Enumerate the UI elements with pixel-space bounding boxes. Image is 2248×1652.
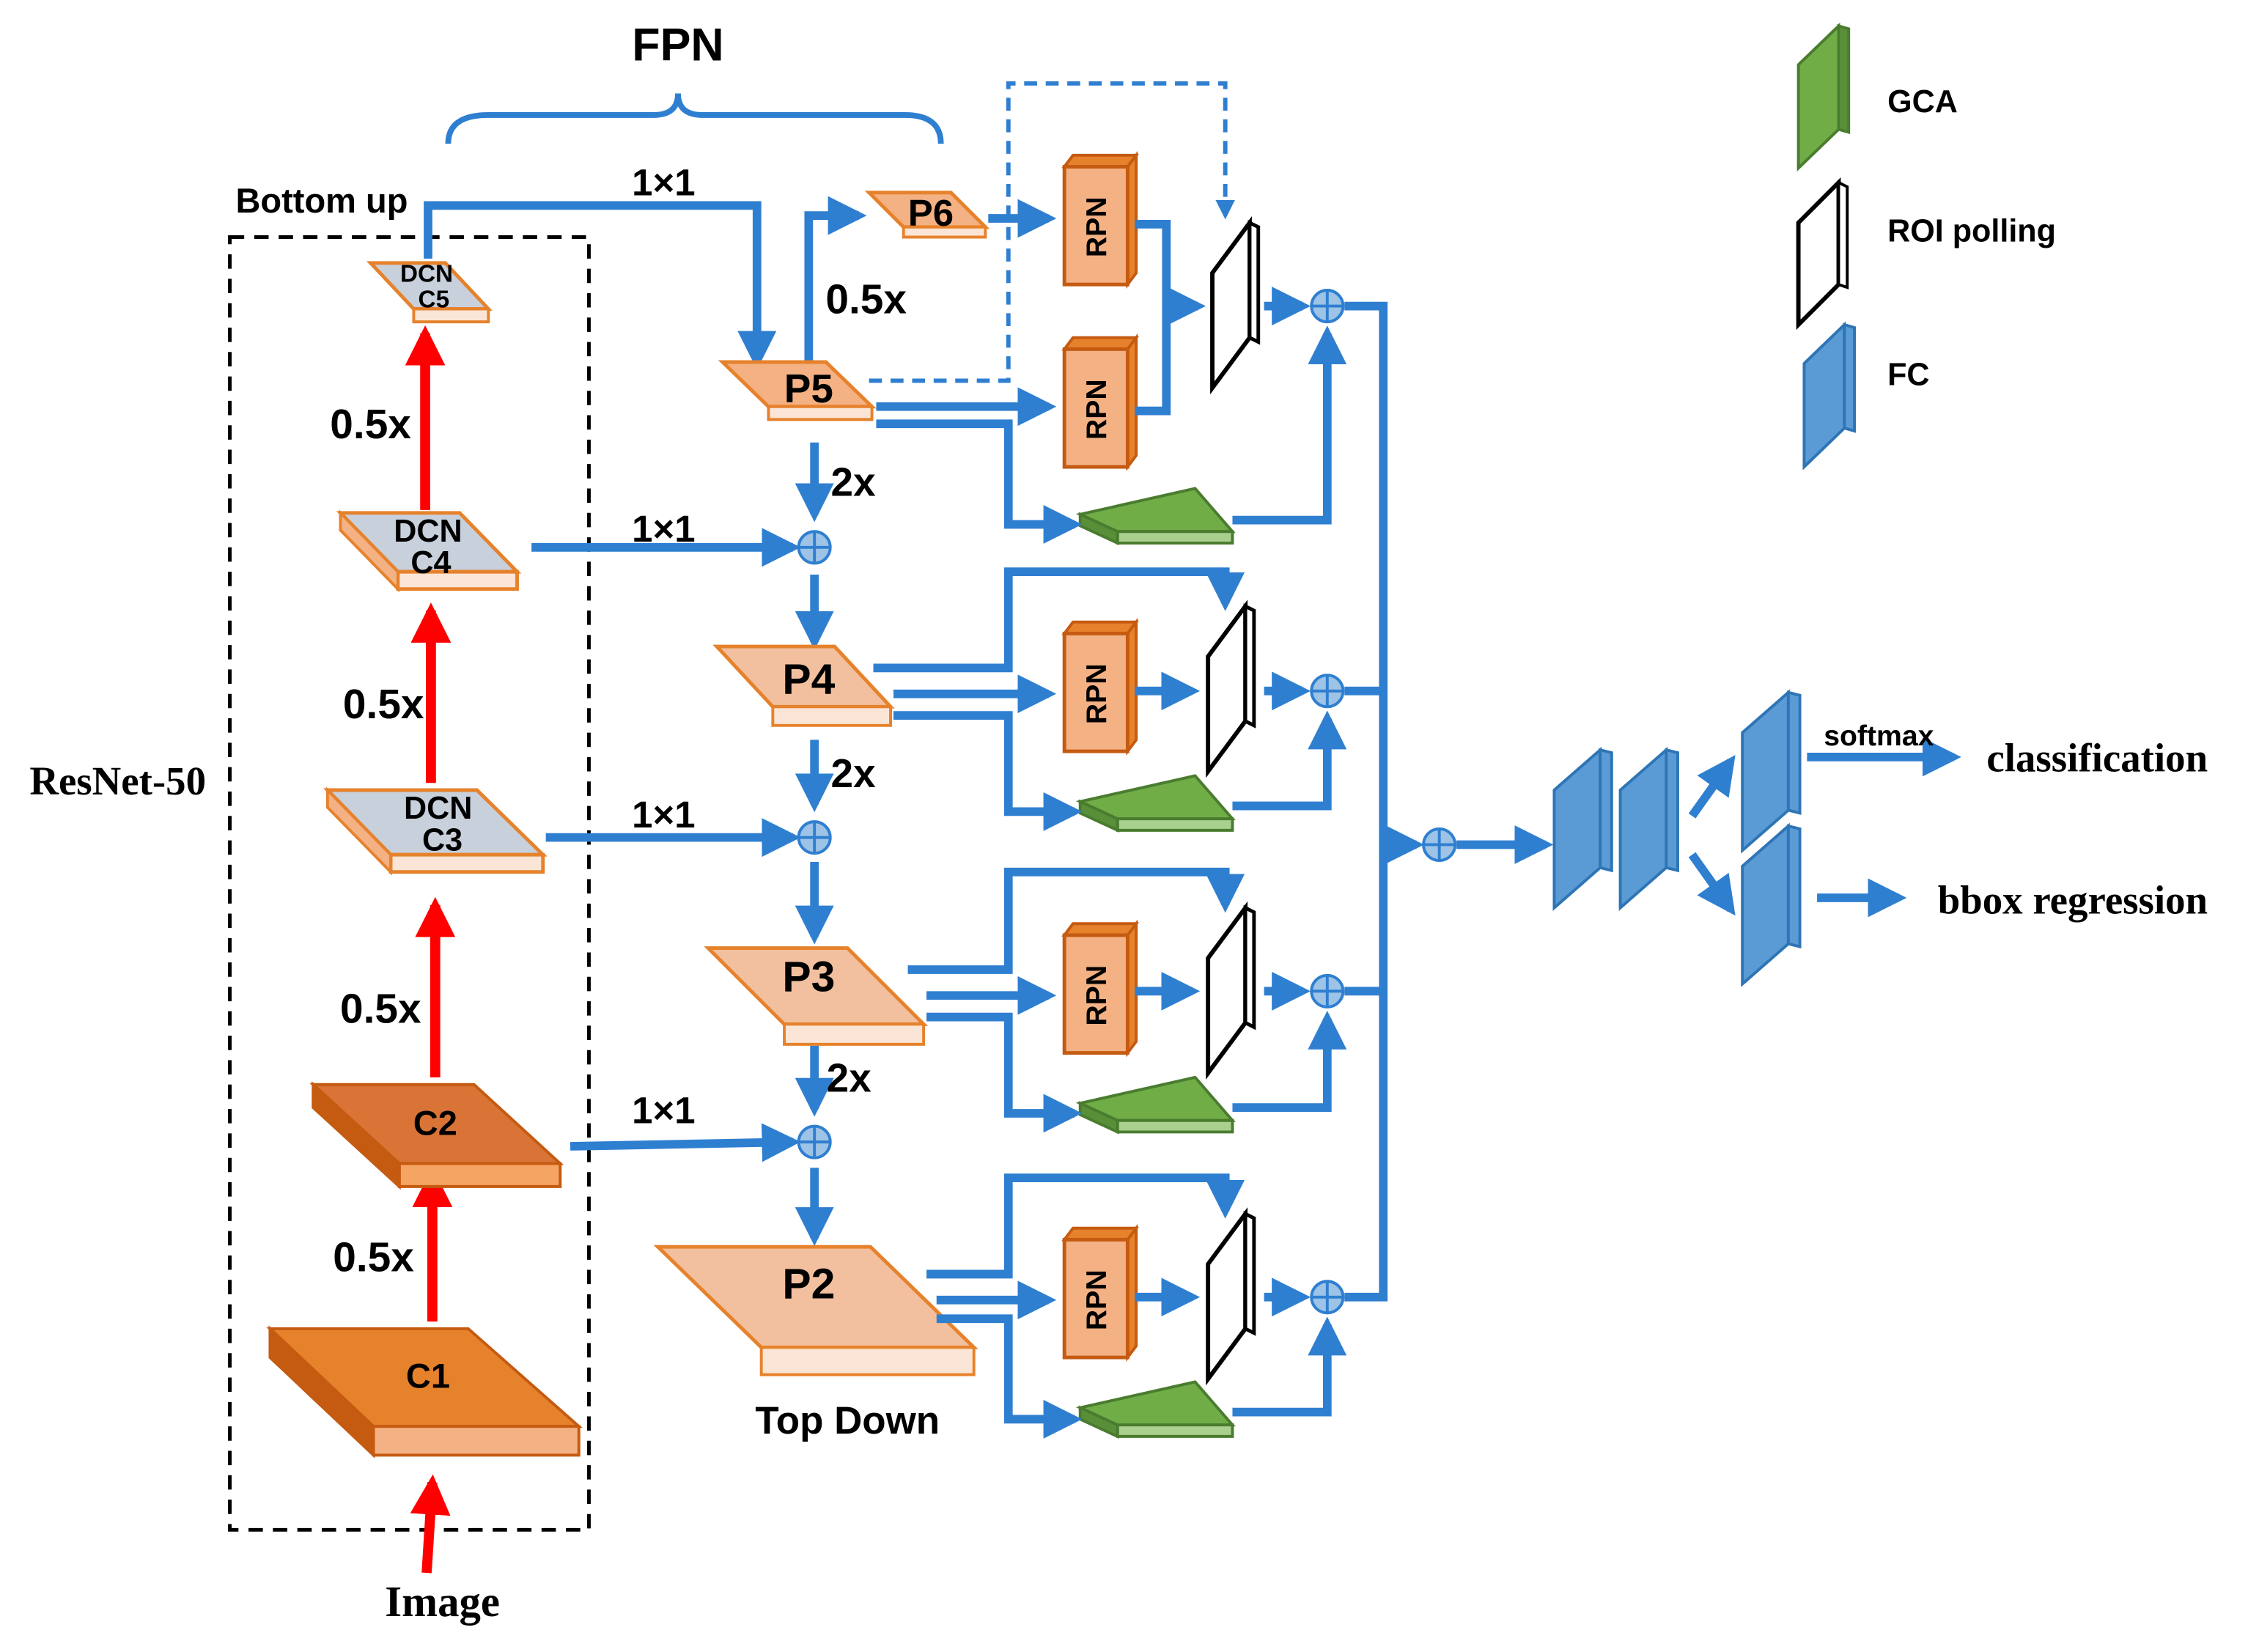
scale-label-c1: 0.5x	[333, 1235, 414, 1281]
merge-node-p3	[797, 820, 832, 855]
rpn-block-p6: RPN	[1064, 155, 1136, 284]
branch-arrow-reg	[1688, 852, 1736, 916]
legend-fc-label: FC	[1887, 357, 1929, 392]
softmax-label: softmax	[1824, 720, 1934, 752]
connections-top-group	[869, 81, 1347, 544]
level-p6: P6	[864, 191, 990, 239]
connections-p3	[907, 867, 1347, 1133]
stage-c3: DCN C3	[323, 786, 548, 876]
legend-roi-label: ROI polling	[1887, 213, 2056, 248]
level-merge-p3	[1310, 973, 1345, 1008]
stage-c2: C2	[309, 1081, 564, 1190]
level-p3-label: P3	[782, 953, 835, 1000]
lateral-c5-label: 1×1	[632, 162, 695, 204]
bbox-regression-label: bbox regression	[1938, 878, 2208, 923]
stage-c4: DCN C4	[336, 509, 522, 593]
lateral-c3-label: 1×1	[632, 794, 695, 836]
bottom-up-label: Bottom up	[235, 181, 408, 220]
top-down-label: Top Down	[755, 1399, 940, 1442]
connections-p4	[873, 567, 1347, 831]
stage-c5: DCN C5	[366, 260, 493, 324]
fpn-brace	[445, 93, 944, 144]
level-p5: P5	[718, 360, 877, 421]
aggregation-bus	[1344, 301, 1554, 1302]
legend: GCA ROI polling FC	[1796, 22, 2056, 471]
scale-label-c4: 0.5x	[330, 402, 411, 448]
gca-block-p5	[1078, 487, 1234, 545]
stage-c5-label-bottom: C5	[419, 287, 450, 314]
level-p4: P4	[712, 644, 895, 727]
stage-c1: C1	[266, 1325, 583, 1459]
image-label: Image	[385, 1578, 500, 1626]
lateral-c2	[570, 1123, 801, 1162]
level-merge-p4	[1310, 674, 1345, 709]
stage-c3-label-bottom: C3	[422, 822, 463, 858]
stage-c4-label-top: DCN	[394, 514, 462, 549]
roi-pooling-p4	[1208, 606, 1254, 771]
legend-gca-icon	[1796, 22, 1851, 172]
gca-block-p4	[1078, 774, 1234, 832]
stage-c3-label-top: DCN	[404, 791, 472, 826]
upsample-label-p3: 2x	[827, 1055, 872, 1101]
bottom-up-box	[228, 235, 591, 1532]
rpn-block-p2: RPN	[1064, 1228, 1136, 1357]
rpn-label: RPN	[1081, 379, 1113, 440]
scale-label-c2: 0.5x	[340, 986, 421, 1032]
stage-c1-label: C1	[406, 1356, 450, 1395]
fc-layer-2	[1618, 748, 1679, 910]
roi-pooling-p3	[1208, 908, 1254, 1073]
backbone-label: ResNet-50	[29, 759, 206, 803]
level-merge-top	[1310, 289, 1345, 324]
gca-block-p3	[1078, 1075, 1234, 1134]
legend-fc-icon	[1802, 321, 1856, 471]
level-p4-label: P4	[782, 656, 835, 704]
bottom-up-arrows	[405, 325, 456, 1574]
p5-to-p6-arrow	[804, 196, 867, 363]
rpn-label: RPN	[1081, 1269, 1113, 1330]
classification-label: classification	[1986, 736, 2208, 781]
fc-layer-1	[1552, 748, 1613, 910]
stage-c4-label-bottom: C4	[410, 545, 451, 580]
lateral-c2-label: 1×1	[632, 1090, 695, 1132]
branch-arrow-cls	[1688, 755, 1736, 819]
level-merge-p2	[1310, 1280, 1345, 1315]
gca-block-p2	[1078, 1380, 1234, 1438]
stage-c5-label-top: DCN	[400, 260, 453, 287]
final-merge	[1422, 827, 1457, 862]
level-p3: P3	[704, 946, 929, 1046]
stage-c2-label: C2	[413, 1103, 457, 1142]
connections-p2	[926, 1173, 1347, 1439]
rpn-label: RPN	[1081, 663, 1113, 724]
lateral-c4-label: 1×1	[632, 508, 695, 550]
legend-gca-label: GCA	[1887, 84, 1958, 119]
merge-node-p4	[797, 530, 832, 565]
level-p2: P2	[653, 1244, 979, 1376]
level-p5-label: P5	[784, 366, 833, 411]
rpn-block-p4: RPN	[1064, 622, 1136, 751]
level-p2-label: P2	[782, 1261, 835, 1308]
fpn-title: FPN	[632, 19, 723, 70]
lateral-c5-p5	[424, 201, 777, 370]
scale-label-c3: 0.5x	[343, 682, 424, 728]
rpn-block-p5: RPN	[1064, 338, 1136, 467]
scale-label-p6: 0.5x	[825, 276, 907, 322]
fc-reg	[1741, 825, 1802, 986]
upsample-label-p5: 2x	[831, 459, 877, 504]
level-p6-label: P6	[908, 192, 954, 234]
upsample-label-p4: 2x	[831, 751, 877, 796]
merge-node-p2	[797, 1124, 832, 1159]
rpn-label: RPN	[1081, 196, 1113, 257]
legend-roi-icon	[1796, 177, 1849, 331]
rpn-label: RPN	[1081, 965, 1113, 1026]
roi-pooling-p2	[1208, 1214, 1254, 1379]
roi-pooling-top	[1212, 223, 1258, 388]
rpn-block-p3: RPN	[1064, 923, 1136, 1052]
